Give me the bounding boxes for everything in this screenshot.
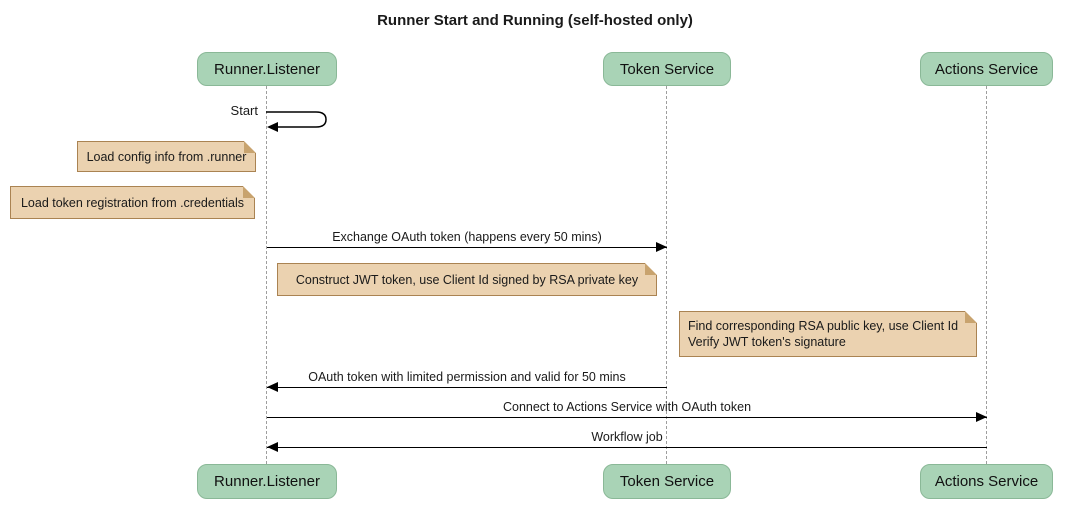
lifeline-runner-listener	[266, 86, 267, 464]
message-arrow	[267, 242, 667, 252]
message-connect-actions-service: Connect to Actions Service with OAuth to…	[267, 400, 987, 422]
participant-token-service-bottom: Token Service	[603, 464, 731, 499]
note-text: Load token registration from .credential…	[20, 195, 245, 210]
arrowhead-right-icon	[656, 242, 667, 252]
self-message-start-label: Start	[230, 103, 258, 118]
message-exchange-oauth-token: Exchange OAuth token (happens every 50 m…	[267, 230, 667, 252]
diagram-title: Runner Start and Running (self-hosted on…	[377, 12, 693, 29]
lifeline-token-service	[666, 86, 667, 464]
note-construct-jwt: Construct JWT token, use Client Id signe…	[277, 263, 657, 296]
note-fold-icon	[645, 263, 657, 275]
note-text-line2: Verify JWT token's signature	[688, 335, 846, 349]
lifeline-actions-service	[986, 86, 987, 464]
message-arrow	[267, 412, 987, 422]
message-arrow	[267, 442, 987, 452]
participant-actions-service-top: Actions Service	[920, 52, 1053, 86]
arrowhead-left-icon	[267, 382, 278, 392]
participant-token-service-top: Token Service	[603, 52, 731, 86]
participant-runner-listener-bottom: Runner.Listener	[197, 464, 337, 499]
message-arrow	[267, 382, 667, 392]
message-workflow-job: Workflow job	[267, 430, 987, 452]
note-fold-icon	[965, 311, 977, 323]
message-label: Workflow job	[591, 430, 663, 444]
note-load-token-registration: Load token registration from .credential…	[10, 186, 255, 219]
note-text: Load config info from .runner	[86, 149, 247, 164]
note-load-config: Load config info from .runner	[77, 141, 256, 172]
note-text: Construct JWT token, use Client Id signe…	[295, 272, 639, 287]
message-label: Exchange OAuth token (happens every 50 m…	[332, 230, 602, 244]
note-fold-icon	[244, 141, 256, 153]
arrowhead-left-icon	[267, 442, 278, 452]
message-label: Connect to Actions Service with OAuth to…	[502, 400, 752, 414]
note-verify-jwt: Find corresponding RSA public key, use C…	[679, 311, 977, 357]
message-oauth-token-returned: OAuth token with limited permission and …	[267, 370, 667, 392]
arrowhead-right-icon	[976, 412, 987, 422]
participant-actions-service-bottom: Actions Service	[920, 464, 1053, 499]
note-text-line1: Find corresponding RSA public key, use C…	[688, 319, 959, 333]
message-label: OAuth token with limited permission and …	[308, 370, 626, 384]
self-message-start-arrow	[266, 111, 327, 132]
note-fold-icon	[243, 186, 255, 198]
participant-runner-listener-top: Runner.Listener	[197, 52, 337, 86]
